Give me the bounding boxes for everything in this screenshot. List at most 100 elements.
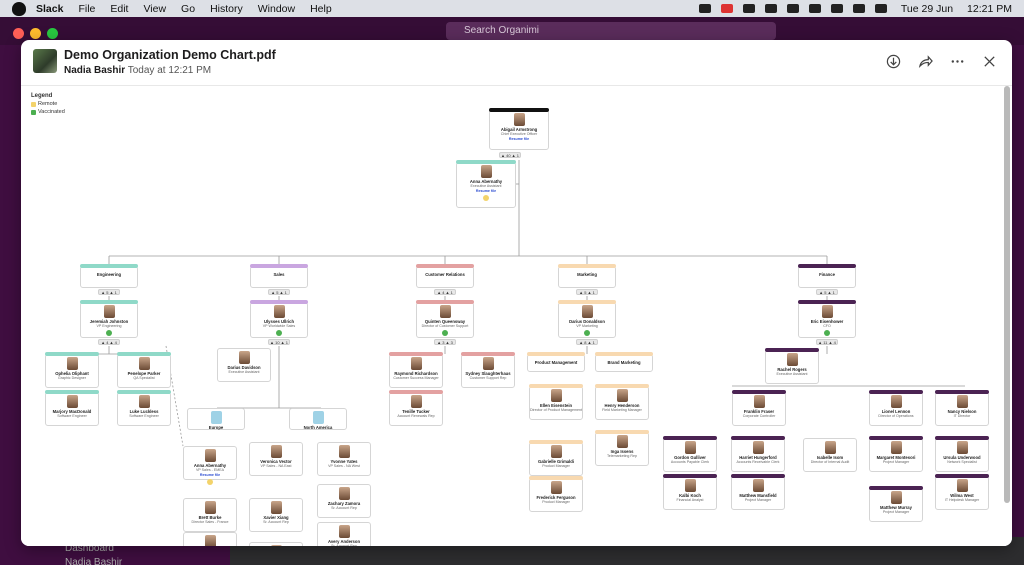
file-author[interactable]: Nadia Bashir <box>64 65 126 76</box>
node-department[interactable]: Customer Relations <box>416 264 474 288</box>
vpn-icon[interactable] <box>764 4 777 13</box>
resume-link[interactable]: Resume file <box>508 137 530 141</box>
menu-view[interactable]: View <box>143 2 167 15</box>
menu-edit[interactable]: Edit <box>110 2 129 15</box>
headcount-badge[interactable]: ▲ 8 ▲ 1 <box>576 339 598 345</box>
upload-icon[interactable] <box>742 4 755 13</box>
download-button[interactable] <box>885 53 902 70</box>
node-employee[interactable]: Colin CuthbertVP Sales - UK <box>183 532 237 546</box>
node-department[interactable]: Finance <box>798 264 856 288</box>
sidebar-item-user[interactable]: Nadia Bashir <box>65 557 123 565</box>
headcount-badge[interactable]: ▲ 5 ▲ 1 <box>98 289 120 295</box>
volume-icon[interactable] <box>830 4 843 13</box>
menu-go[interactable]: Go <box>181 2 196 15</box>
search-icon[interactable] <box>874 4 887 13</box>
close-modal-button[interactable] <box>981 53 998 70</box>
close-window-button[interactable] <box>13 28 24 39</box>
node-department[interactable]: Marketing <box>558 264 616 288</box>
node-department[interactable]: Engineering <box>80 264 138 288</box>
menu-history[interactable]: History <box>210 2 243 15</box>
menu-app-name[interactable]: Slack <box>36 2 64 15</box>
more-actions-button[interactable] <box>949 53 966 70</box>
resume-link[interactable]: Resume file <box>475 189 497 193</box>
headcount-badge[interactable]: ▲ 10 ▲ 1 <box>268 339 290 345</box>
sidebar-item-dashboard[interactable]: Dashboard <box>65 543 114 554</box>
node-region[interactable]: Europe <box>187 408 245 430</box>
avatar <box>410 395 422 408</box>
minimize-window-button[interactable] <box>30 28 41 39</box>
menubar-date[interactable]: Tue 29 Jun <box>900 2 954 15</box>
headcount-badge[interactable]: ▲ 40 ▲ 1 <box>499 152 521 158</box>
zoom-window-button[interactable] <box>47 28 58 39</box>
resume-link[interactable]: Resume file <box>199 473 221 477</box>
headcount-badge[interactable]: ▲ 4 ▲ 4 <box>98 339 120 345</box>
share-button[interactable] <box>917 53 934 70</box>
viewer-scrollbar[interactable] <box>1004 86 1010 503</box>
node-region[interactable]: North America <box>289 408 347 430</box>
slack-search-input[interactable]: Search Organimi <box>446 22 776 40</box>
menu-help[interactable]: Help <box>310 2 332 15</box>
record-icon[interactable] <box>720 4 733 13</box>
battery-icon[interactable] <box>808 4 821 13</box>
headcount-badge[interactable]: ▲ 4 ▲ 1 <box>434 289 456 295</box>
dropbox-icon[interactable] <box>698 4 711 13</box>
wifi-icon[interactable] <box>852 4 865 13</box>
person-title: Network Specialist <box>947 460 977 464</box>
menu-file[interactable]: File <box>78 2 96 15</box>
menu-window[interactable]: Window <box>257 2 296 15</box>
node-group[interactable]: Brand Marketing <box>595 352 653 372</box>
node-group[interactable]: Product Management <box>527 352 585 372</box>
apple-logo-icon[interactable] <box>12 1 26 16</box>
node-department[interactable]: Sales <box>250 264 308 288</box>
headcount-badge[interactable]: ▲ 11 ▲ 4 <box>816 339 838 345</box>
person-name: Veronica Vector <box>260 459 292 464</box>
headcount-badge[interactable]: ▲ 5 ▲ 1 <box>816 289 838 295</box>
menubar-time[interactable]: 12:21 PM <box>967 2 1012 15</box>
headcount-badge[interactable]: ▲ 3 ▲ 3 <box>434 339 456 345</box>
headcount-badge[interactable]: ▲ 5 ▲ 1 <box>576 289 598 295</box>
node-employee[interactable]: Wesley WatersonSr. Account Rep <box>249 542 303 546</box>
bluetooth-icon[interactable] <box>786 4 799 13</box>
headcount-badge[interactable]: ▲ 5 ▲ 1 <box>268 289 290 295</box>
